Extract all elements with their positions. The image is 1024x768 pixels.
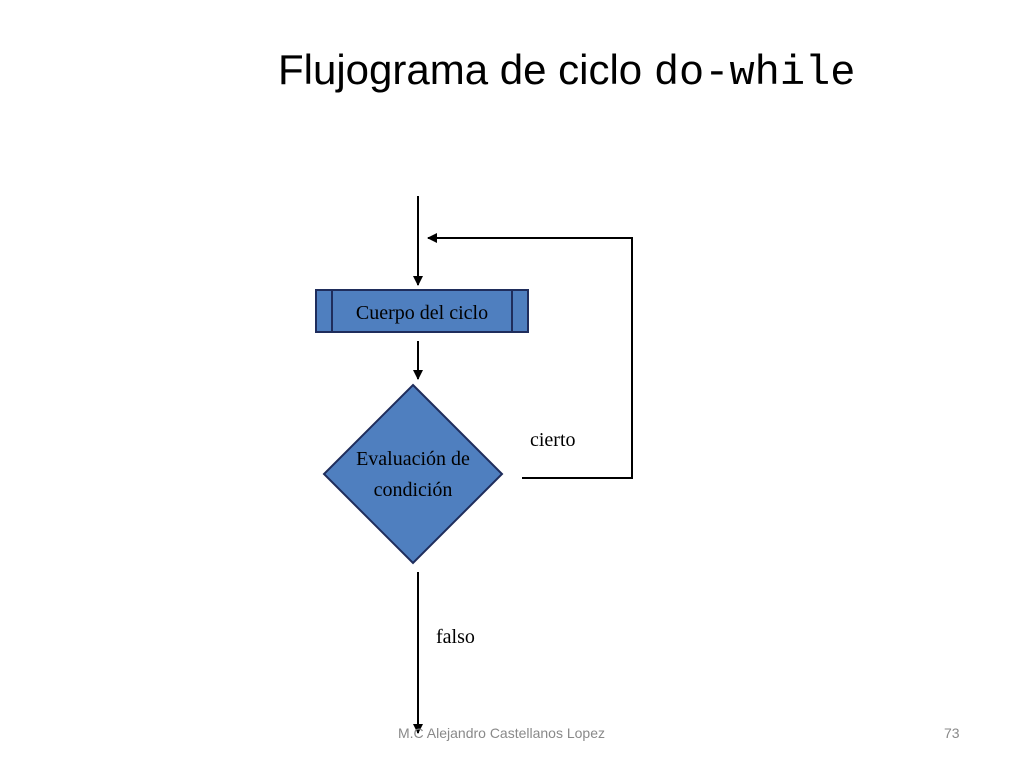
slide-title-text: Flujograma de ciclo xyxy=(278,46,654,93)
true-branch-label: cierto xyxy=(530,429,576,451)
decision-label-line1: Evaluación de xyxy=(356,448,470,470)
slide-number: 73 xyxy=(944,725,960,741)
process-box: Cuerpo del ciclo xyxy=(315,289,529,333)
decision-diamond: Evaluación de condición xyxy=(322,383,504,565)
slide-title-code: do-while xyxy=(653,49,856,97)
process-box-label: Cuerpo del ciclo xyxy=(356,302,488,324)
slide-title: Flujograma de ciclo do-while xyxy=(278,44,855,99)
loop-back-arrow xyxy=(427,233,633,479)
footer-author: M.C Alejandro Castellanos Lopez xyxy=(398,725,606,741)
decision-label-line2: condición xyxy=(374,479,453,501)
false-branch-label: falso xyxy=(436,626,475,648)
